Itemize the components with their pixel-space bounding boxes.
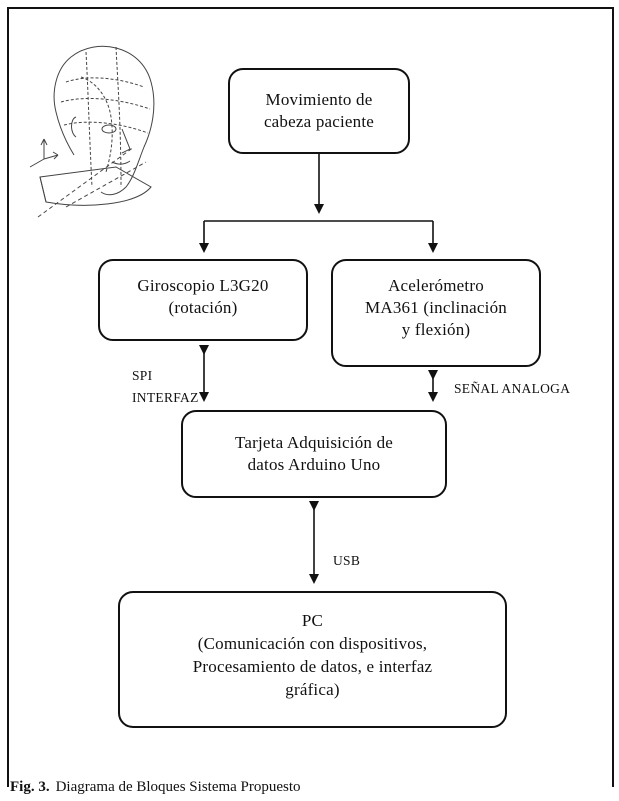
head-sketch-icon <box>29 45 155 218</box>
caption-number: Fig. 3. <box>10 779 50 795</box>
node-giroscopio: Giroscopio L3G20 (rotación) <box>98 259 308 341</box>
node-pc: PC (Comunicación con dispositivos, Proce… <box>118 591 507 728</box>
node-acelerometro: Acelerómetro MA361 (inclinación y flexió… <box>331 259 541 367</box>
node-pc-label: PC (Comunicación con dispositivos, Proce… <box>192 611 433 699</box>
node-giroscopio-label: Giroscopio L3G20 (rotación) <box>137 276 269 317</box>
figure-frame <box>7 7 614 787</box>
caption-text: Diagrama de Bloques Sistema Propuesto <box>55 779 301 795</box>
node-tarjeta-label: Tarjeta Adquisición de datos Arduino Uno <box>234 433 394 474</box>
node-acelerometro-label: Acelerómetro MA361 (inclinación y flexió… <box>365 276 507 339</box>
figure-caption: Fig. 3. Diagrama de Bloques Sistema Propu… <box>10 779 301 796</box>
node-tarjeta-arduino: Tarjeta Adquisición de datos Arduino Uno <box>181 410 447 498</box>
node-movimiento-cabeza: Movimiento de cabeza paciente <box>228 68 410 154</box>
edge-label-senal-analoga: SEÑAL ANALOGA <box>454 381 571 396</box>
edge-label-spi-interfaz: SPI INTERFAZ <box>132 368 199 405</box>
edge-label-usb: USB <box>333 553 361 568</box>
node-movimiento-label: Movimiento de cabeza paciente <box>263 90 375 131</box>
